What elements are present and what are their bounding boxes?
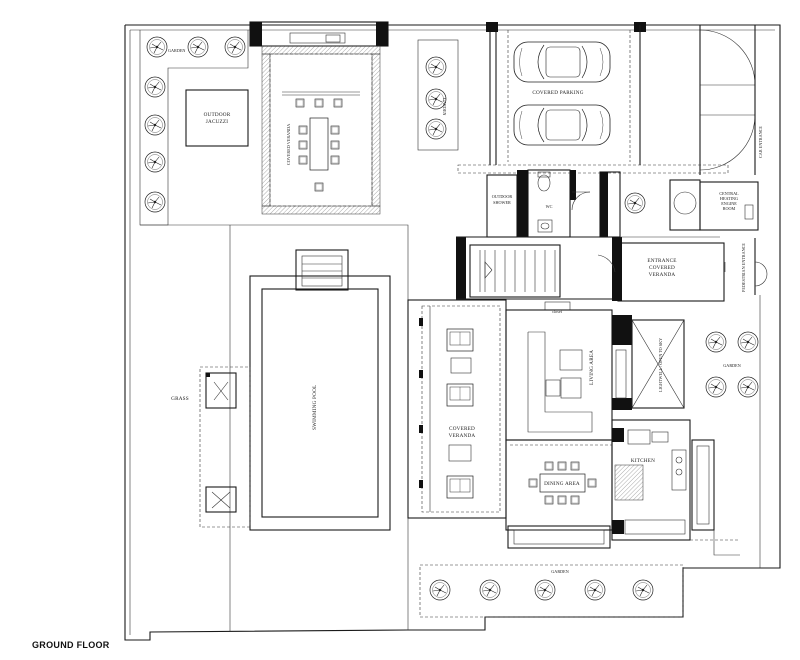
pedestrian-entrance: PEDESTRIAN ENTRANCE: [741, 238, 768, 295]
outdoor-jacuzzi: OUTDOOR JACUZZI: [185, 89, 249, 147]
garden-right-label: GARDEN: [723, 363, 740, 368]
kitchen: KITCHEN: [611, 419, 740, 541]
entrance-veranda: ENTRANCE COVERED VERANDA: [597, 236, 726, 302]
covered-veranda-main: COVERED VERANDA: [407, 299, 507, 519]
heating-label-1: CENTRAL: [719, 191, 739, 196]
garden-top-left: GARDEN: [139, 30, 249, 226]
heating-label-2: HEATING: [720, 196, 738, 201]
dining-area: DINING AREA: [505, 439, 613, 549]
car-entrance-label: CAR ENTRANCE: [758, 126, 763, 158]
floor-title: GROUND FLOOR: [32, 640, 110, 650]
garden-bottom: GARDEN: [407, 518, 684, 630]
outdoor-shower-label-1: OUTDOOR: [492, 194, 513, 199]
living-area-label: LIVING AREA: [589, 350, 595, 385]
central-heating-room: CENTRAL HEATING ENGINE ROOM: [599, 171, 759, 238]
covered-parking: COVERED PARKING: [486, 22, 646, 165]
garden-right: GARDEN: [705, 331, 759, 398]
lightwell: LIGHTWELL / OPEN TO SKY: [612, 315, 685, 410]
closet-label: closet: [552, 309, 563, 314]
car-entrance: CAR ENTRANCE: [699, 25, 763, 175]
jacuzzi-label-1: OUTDOOR: [204, 112, 231, 118]
garden-top-mid-label: GARDEN: [442, 98, 447, 115]
sun-deck: [199, 366, 251, 528]
heating-label-3: ENGINE: [721, 201, 737, 206]
swimming-pool: SWIMMING POOL: [249, 249, 391, 531]
east-boundary-details: [713, 295, 761, 568]
lightwell-label: LIGHTWELL / OPEN TO SKY: [658, 338, 663, 392]
covered-veranda-top-label: COVERED VERANDA: [286, 124, 291, 165]
wc-label: WC: [546, 204, 553, 209]
grass-area: GRASS: [140, 224, 409, 632]
covered-parking-label: COVERED PARKING: [532, 90, 583, 96]
entrance-veranda-label-2: COVERED: [649, 265, 675, 271]
covered-veranda-top: COVERED VERANDA: [249, 21, 389, 215]
dining-area-label: DINING AREA: [544, 481, 580, 487]
entrance-veranda-label-1: ENTRANCE: [647, 258, 676, 264]
jacuzzi-label-2: JACUZZI: [206, 119, 229, 125]
covered-veranda-main-label-1: COVERED: [449, 426, 475, 432]
living-area: LIVING AREA: [505, 309, 613, 441]
kitchen-label: KITCHEN: [631, 458, 655, 464]
garden-top-left-label: GARDEN: [168, 48, 185, 53]
swimming-pool-label: SWIMMING POOL: [312, 385, 318, 430]
pedestrian-entrance-label: PEDESTRIAN ENTRANCE: [741, 243, 746, 292]
garden-bottom-label: GARDEN: [551, 569, 568, 574]
garden-top-mid: GARDEN: [417, 39, 459, 151]
grass-label: GRASS: [171, 396, 189, 402]
outdoor-shower-label-2: SHOWER: [493, 200, 511, 205]
entrance-veranda-label-3: VERANDA: [649, 272, 676, 278]
outdoor-shower: OUTDOOR SHOWER: [457, 164, 729, 238]
site-boundary: [124, 24, 781, 641]
covered-veranda-main-label-2: VERANDA: [449, 433, 476, 439]
wc-room: WC: [517, 169, 591, 238]
heating-label-4: ROOM: [723, 206, 736, 211]
stairs: closet: [456, 236, 615, 314]
